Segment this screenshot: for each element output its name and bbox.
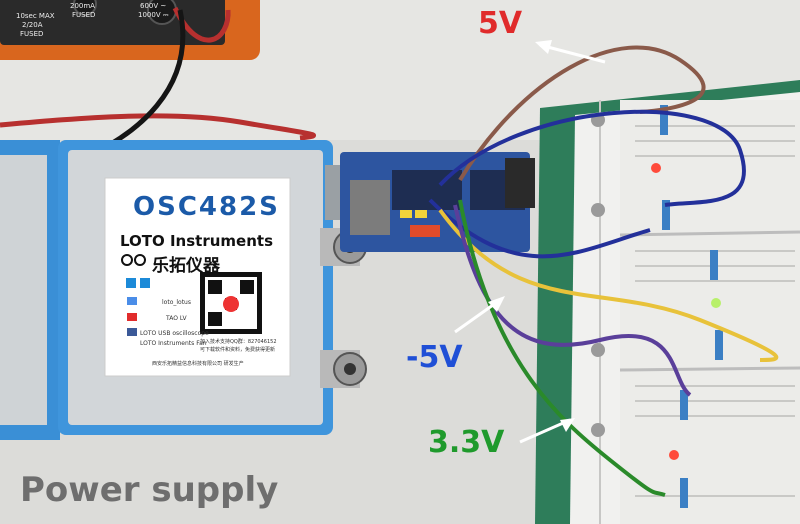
label-3v3: 3.3V bbox=[428, 425, 505, 460]
facebook-handle: LOTO USB oscilloscope bbox=[140, 330, 209, 337]
label-5v: 5V bbox=[478, 6, 523, 41]
wire-yellow bbox=[438, 208, 779, 362]
qr-note-2: 可下载软件和资料，免费获得更新 bbox=[200, 347, 276, 353]
wire-blue-2 bbox=[428, 198, 651, 259]
multimeter bbox=[0, 0, 260, 60]
oscilloscope-brand: LOTO Instruments bbox=[120, 232, 273, 250]
maker-line: 西安乐拓精益信息科技有限公司 研发生产 bbox=[152, 361, 244, 367]
label-neg-5v: -5V bbox=[406, 340, 463, 375]
caption-power-supply: Power supply bbox=[20, 470, 279, 510]
oscilloscope-model: OSC482S bbox=[133, 192, 280, 222]
breadboard bbox=[535, 80, 800, 524]
wire-blue bbox=[438, 109, 746, 207]
wire-purple bbox=[453, 204, 692, 397]
wire-5v bbox=[458, 45, 706, 182]
meter-mid-sub: FUSED bbox=[72, 11, 96, 19]
wire-green bbox=[458, 199, 666, 497]
meter-right-label: 600V ~ bbox=[140, 2, 167, 10]
adapter-board bbox=[340, 152, 535, 252]
facebook-page: LOTO Instruments Fan bbox=[140, 340, 207, 347]
red-probe-wire bbox=[0, 113, 316, 141]
annotation-arrows bbox=[454, 40, 606, 444]
oscilloscope-case bbox=[0, 140, 333, 440]
meter-right-sub: 1000V ⎓ bbox=[138, 11, 169, 19]
oscilloscope-brand-cn: 乐拓仪器 bbox=[152, 256, 220, 276]
weibo-handle: loto_lotus bbox=[162, 299, 191, 306]
meter-left-label: 10sec MAX bbox=[16, 12, 55, 20]
meter-left-sub1: 2/20A bbox=[22, 21, 43, 29]
meter-left-sub2: FUSED bbox=[20, 30, 44, 38]
meter-mid-label: 200mA bbox=[70, 2, 95, 10]
youtube-handle: TAO LV bbox=[166, 315, 187, 322]
qr-note-1: 加入技术支持QQ群：827046152 bbox=[200, 339, 277, 345]
